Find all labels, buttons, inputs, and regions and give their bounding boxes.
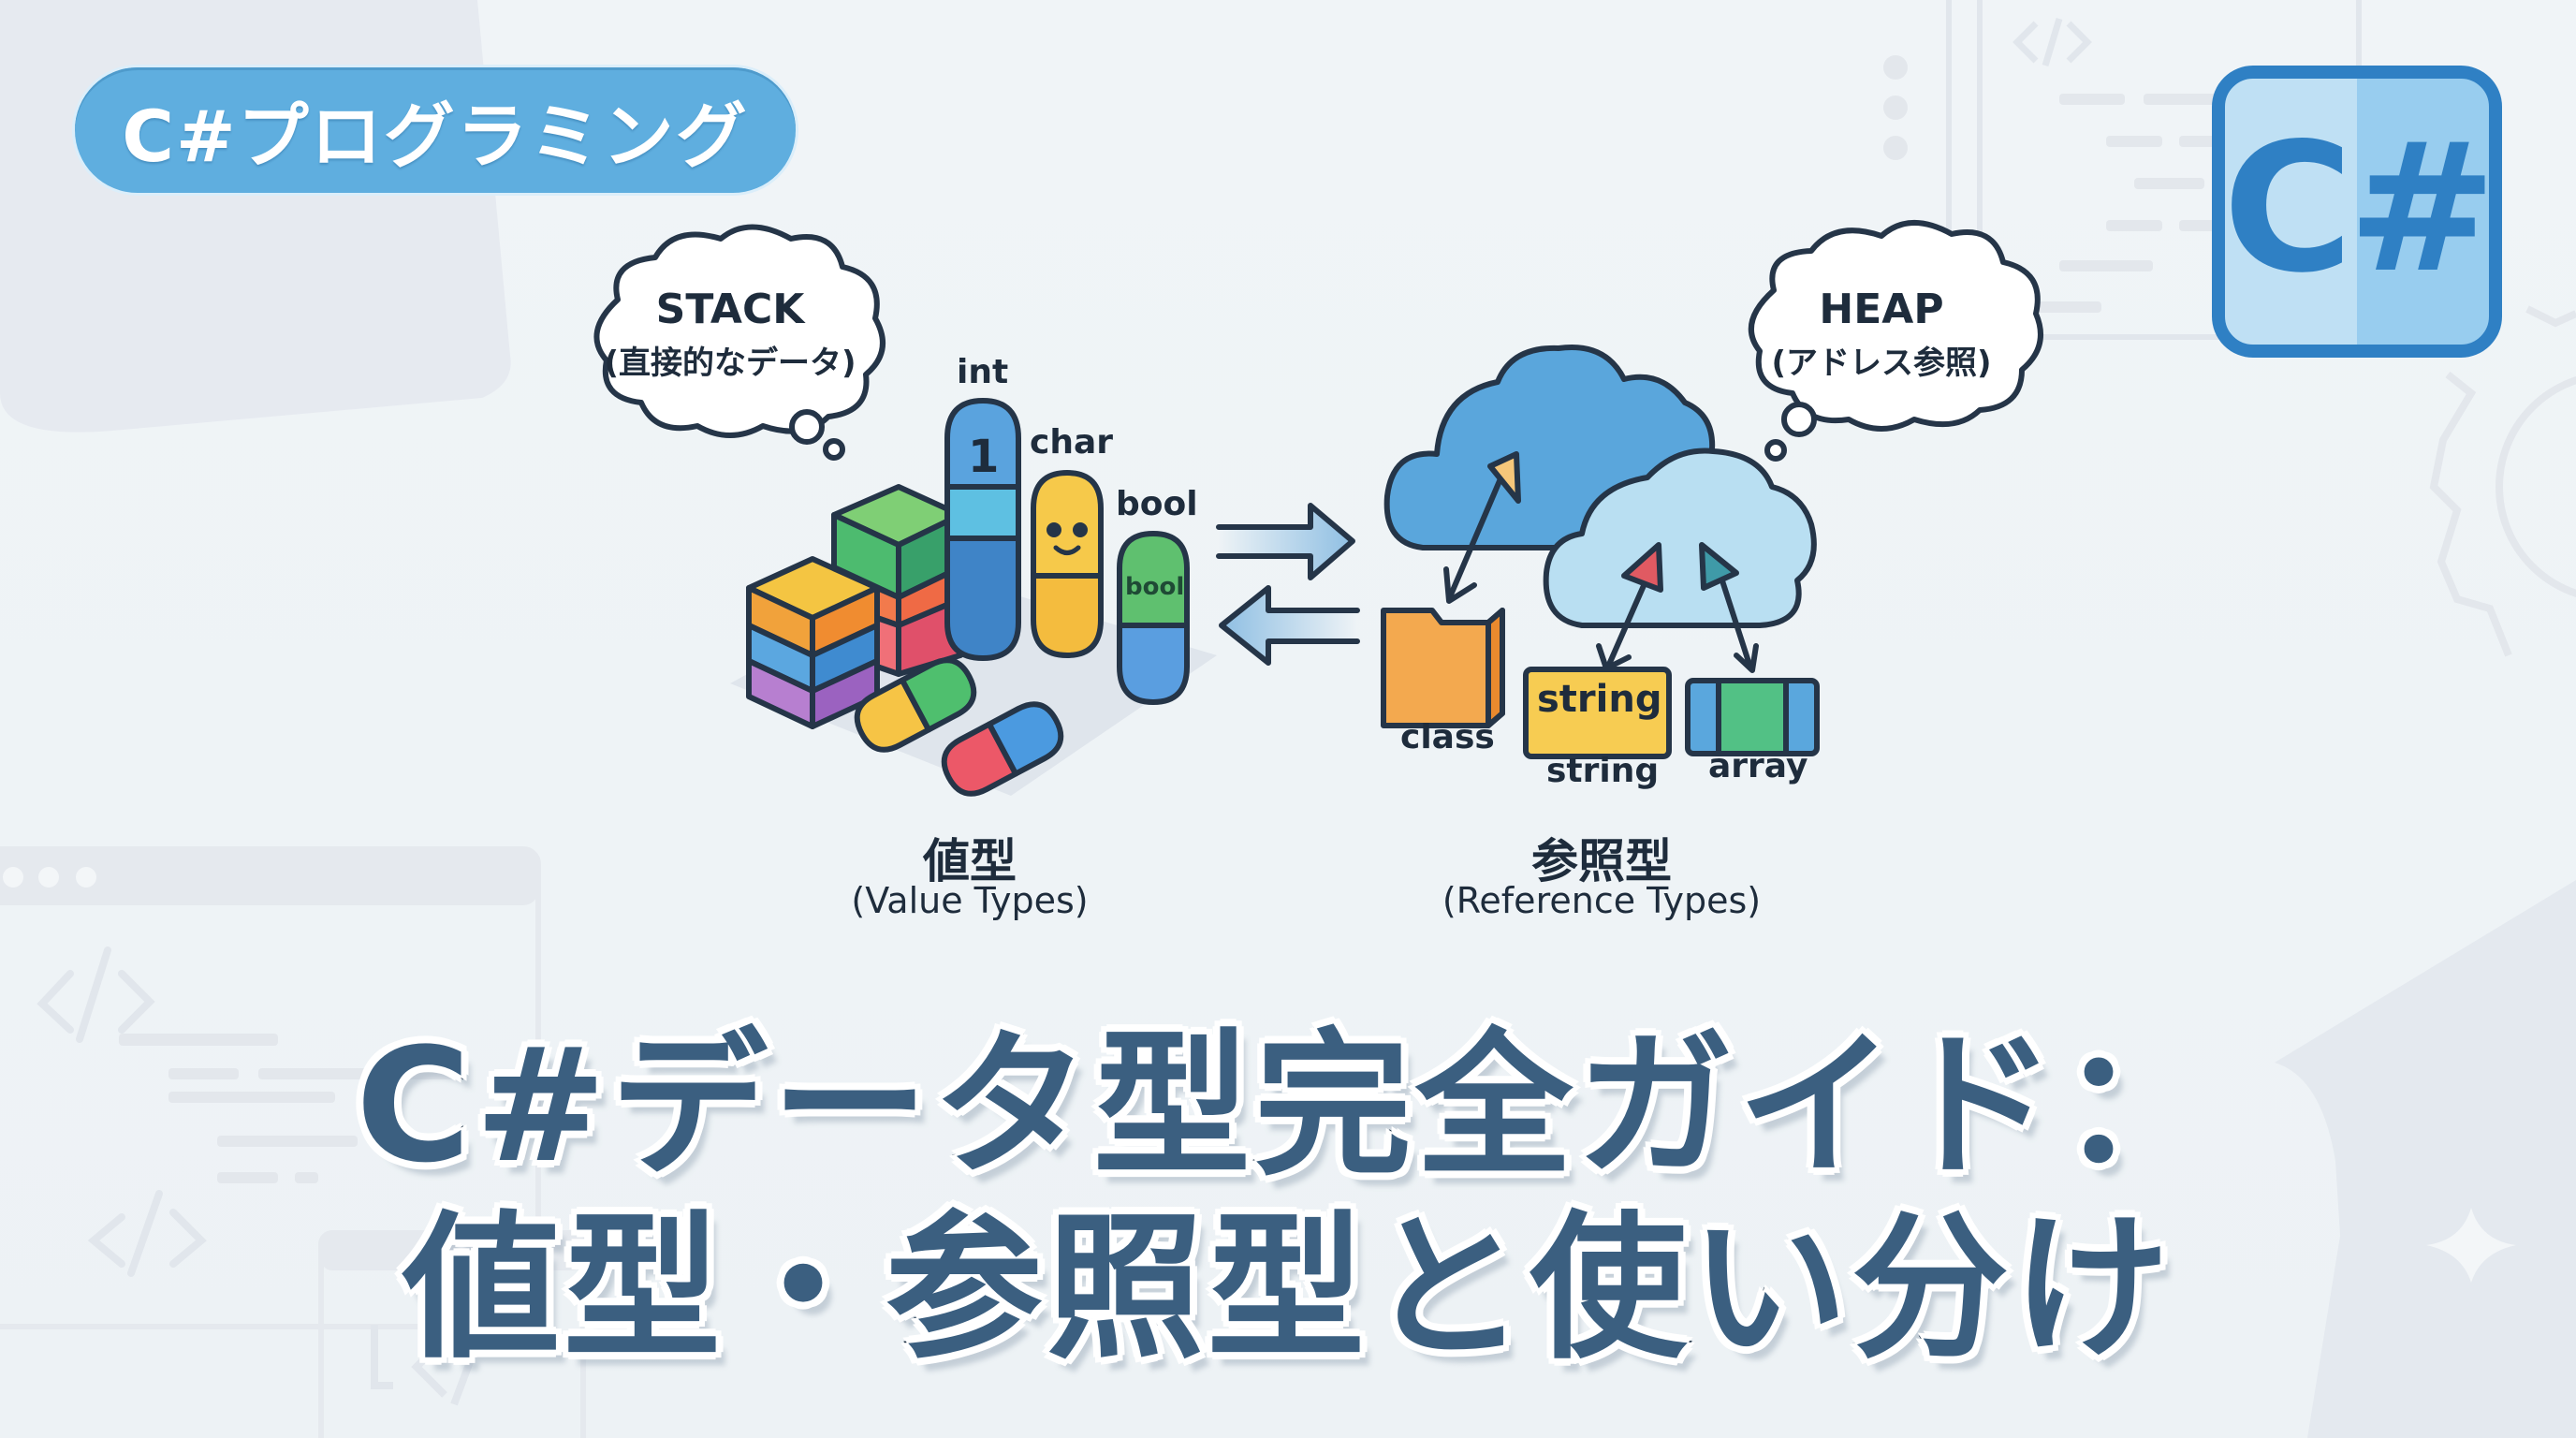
value-types-title: 値型 (923, 834, 1017, 888)
bg-code-window-dots (1883, 55, 1908, 160)
bool-capsule-label: bool (1125, 573, 1185, 601)
string-box-label: string (1537, 678, 1662, 721)
string-label: string (1546, 752, 1660, 790)
array-box-icon (1685, 678, 1820, 756)
value-types-subtitle: (Value Types) (851, 880, 1089, 921)
class-folder-icon (1381, 608, 1505, 728)
stack-bubble-subtitle: (直接的なデータ) (604, 345, 856, 382)
heap-thought-bubble (1748, 220, 2043, 462)
bool-capsule-icon (1117, 531, 1190, 705)
string-box-icon (1523, 667, 1672, 759)
bg-blob-bottom-right (2275, 880, 2576, 1438)
arrow-right-icon (1216, 503, 1355, 580)
stack-thought-bubble (593, 224, 886, 461)
reference-arrows-icon (1443, 451, 1759, 673)
heap-bubble-title: HEAP (1819, 286, 1944, 333)
sparkle-icon (2426, 1208, 2516, 1283)
lying-capsule-red-blue-icon (941, 701, 1064, 797)
csharp-logo-label: C# (2222, 104, 2492, 312)
stack-bubble-title: STACK (655, 286, 805, 333)
int-label: int (957, 353, 1009, 391)
bool-label: bool (1116, 485, 1198, 523)
headline-line-1: C#データ型完全ガイド： (353, 1012, 2221, 1200)
stacked-cubes-icon (746, 556, 880, 729)
heap-cloud-small-icon (1543, 448, 1817, 628)
lying-capsule-yellow-green-icon (854, 657, 977, 753)
reference-types-subtitle: (Reference Types) (1442, 880, 1762, 921)
int-capsule-icon (944, 398, 1021, 661)
int-capsule-value: 1 (968, 431, 1000, 483)
arrow-left-icon (1219, 585, 1360, 666)
bg-code-window-bottom-left-2 (318, 1230, 586, 1438)
bg-code-window-bottom-left (0, 846, 541, 1329)
array-label: array (1708, 747, 1808, 785)
char-label: char (1030, 423, 1114, 462)
reference-types-title: 参照型 (1531, 834, 1672, 888)
tall-block-icon (831, 484, 963, 677)
bg-gear-icon (2429, 305, 2576, 657)
char-capsule-icon (1031, 470, 1104, 658)
category-badge-label: C#プログラミング (122, 95, 749, 178)
class-label: class (1400, 718, 1495, 756)
headline-line-2: 値型・参照型と使い分け (401, 1195, 2174, 1383)
category-badge: C#プログラミング (75, 67, 796, 193)
heap-bubble-subtitle: (アドレス参照) (1771, 345, 1992, 382)
csharp-logo-icon: C# (2212, 66, 2502, 358)
